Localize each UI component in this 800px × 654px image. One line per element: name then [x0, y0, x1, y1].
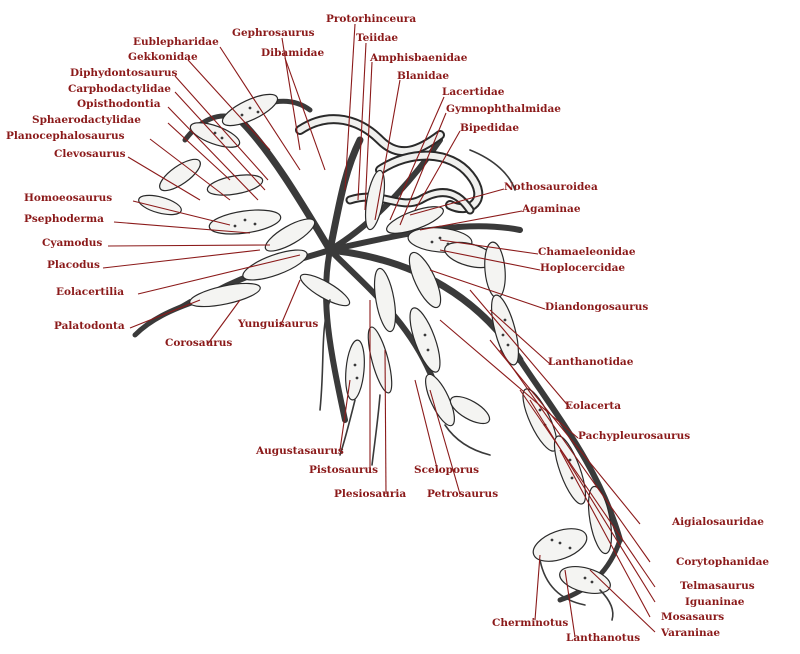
label-pachypleurosaurus: Pachypleurosaurus — [578, 430, 690, 442]
label-cherminotus: Cherminotus — [492, 617, 568, 629]
label-gymnophthalmidae: Gymnophthalmidae — [446, 103, 561, 115]
scale-speckles — [213, 106, 594, 584]
label-gephrosaurus: Gephrosaurus — [232, 27, 315, 39]
label-psephoderma: Psephoderma — [24, 213, 104, 225]
label-augustasaurus: Augustasaurus — [255, 445, 344, 457]
label-palatodonta: Palatodonta — [54, 320, 125, 332]
label-nothosauroidea: Nothosauroidea — [504, 181, 598, 193]
label-protorhinceura: Protorhinceura — [326, 13, 416, 25]
label-eublepharidae: Eublepharidae — [133, 36, 219, 48]
label-planocephalosaurus: Planocephalosaurus — [6, 130, 125, 142]
label-opisthodontia: Opisthodontia — [77, 98, 161, 110]
label-iguaninae: Iguaninae — [685, 596, 745, 608]
label-corytophanidae: Corytophanidae — [676, 556, 769, 568]
label-corosaurus: Corosaurus — [165, 337, 232, 349]
label-diphydontosaurus: Diphydontosaurus — [70, 67, 178, 79]
label-dibamidae: Dibamidae — [261, 47, 324, 59]
label-aigialosauridae: Aigialosauridae — [671, 516, 764, 528]
label-plesiosauria: Plesiosauria — [334, 488, 406, 500]
label-teiidae: Teiidae — [356, 32, 398, 44]
label-amphisbaenidae: Amphisbaenidae — [369, 52, 468, 64]
label-hoplocercidae: Hoplocercidae — [540, 262, 625, 274]
label-yunguisaurus: Yunguisaurus — [237, 318, 318, 330]
serpentine-bodies — [295, 114, 484, 215]
label-carphodactylidae: Carphodactylidae — [68, 83, 171, 95]
label-eolacertilia: Eolacertilia — [56, 286, 124, 298]
label-varaninae: Varaninae — [660, 627, 720, 639]
label-mosasaurs: Mosasaurs — [661, 611, 724, 623]
label-lanthanotus: Lanthanotus — [566, 632, 640, 644]
label-clevosaurus: Clevosaurus — [54, 148, 126, 160]
label-telmasaurus: Telmasaurus — [680, 580, 755, 592]
label-blanidae: Blanidae — [397, 70, 449, 82]
label-bipedidae: Bipedidae — [460, 122, 519, 134]
label-gekkonidae: Gekkonidae — [128, 51, 198, 63]
label-chamaeleonidae: Chamaeleonidae — [538, 246, 636, 258]
reptile-tree-artwork — [132, 93, 623, 621]
label-agaminae: Agaminae — [521, 203, 581, 215]
label-diandongosaurus: Diandongosaurus — [545, 301, 648, 313]
taxon-labels: Protorhinceura Gephrosaurus Eublepharida… — [6, 13, 769, 644]
label-sphaerodactylidae: Sphaerodactylidae — [32, 114, 141, 126]
label-eolacerta: Eolacerta — [565, 400, 621, 412]
label-sceloporus: Sceloporus — [414, 464, 479, 476]
label-petrosaurus: Petrosaurus — [427, 488, 498, 500]
lizard-figures — [138, 93, 613, 595]
label-cyamodus: Cyamodus — [42, 237, 102, 249]
label-lacertidae: Lacertidae — [442, 86, 505, 98]
label-lanthanotidae: Lanthanotidae — [548, 356, 634, 368]
lizard-tails-and-limbs — [136, 149, 614, 621]
label-homoeosaurus: Homoeosaurus — [24, 192, 112, 204]
label-pistosaurus: Pistosaurus — [309, 464, 378, 476]
leader-lines — [102, 23, 656, 638]
label-placodus: Placodus — [47, 259, 100, 271]
